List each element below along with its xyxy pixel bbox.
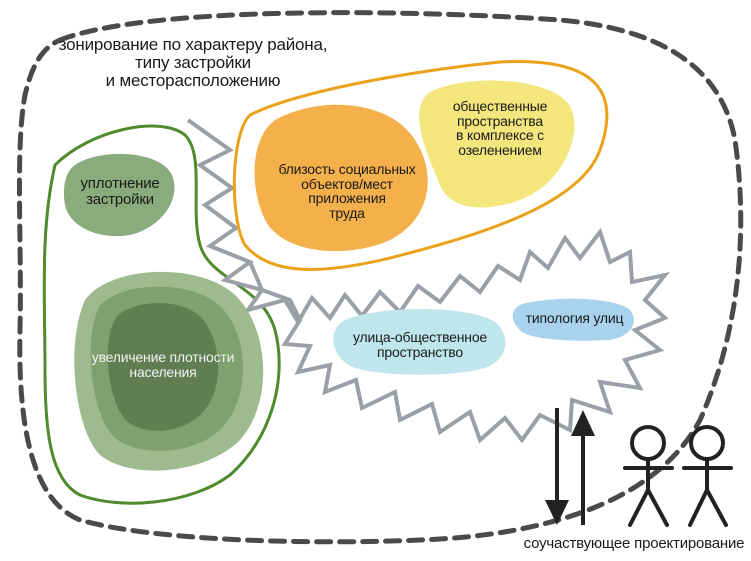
street-typology-label: типология улиц	[525, 310, 624, 326]
public-spaces-label: общественные пространства в комплексе с …	[452, 98, 548, 159]
zoning-label: зонирование по характеру района, типу за…	[58, 35, 328, 90]
participatory-design-label: соучаствующее проектирование	[523, 535, 745, 552]
densification-blob	[63, 153, 175, 237]
person-icon	[682, 425, 733, 527]
public-spaces-blob	[419, 80, 575, 208]
street-public-label: улица-общественное пространство	[352, 329, 487, 360]
person-icon	[623, 425, 674, 527]
densification-label: уплотнение застройки	[80, 175, 160, 208]
outer-dashed-boundary	[16, 10, 744, 545]
up-arrow-icon	[571, 410, 595, 525]
street-typology-blob	[512, 298, 634, 341]
density-blob-inner	[107, 303, 219, 431]
social-proximity-blob	[254, 104, 428, 252]
down-arrow-icon	[545, 408, 569, 525]
street-public-blob	[333, 308, 506, 375]
green-region-outline	[42, 124, 281, 505]
social-proximity-label: близость социальных объектов/мест прилож…	[278, 161, 416, 222]
zigzag-street-shape	[186, 118, 671, 444]
density-increase-label: увеличение плотности населения	[91, 349, 235, 380]
